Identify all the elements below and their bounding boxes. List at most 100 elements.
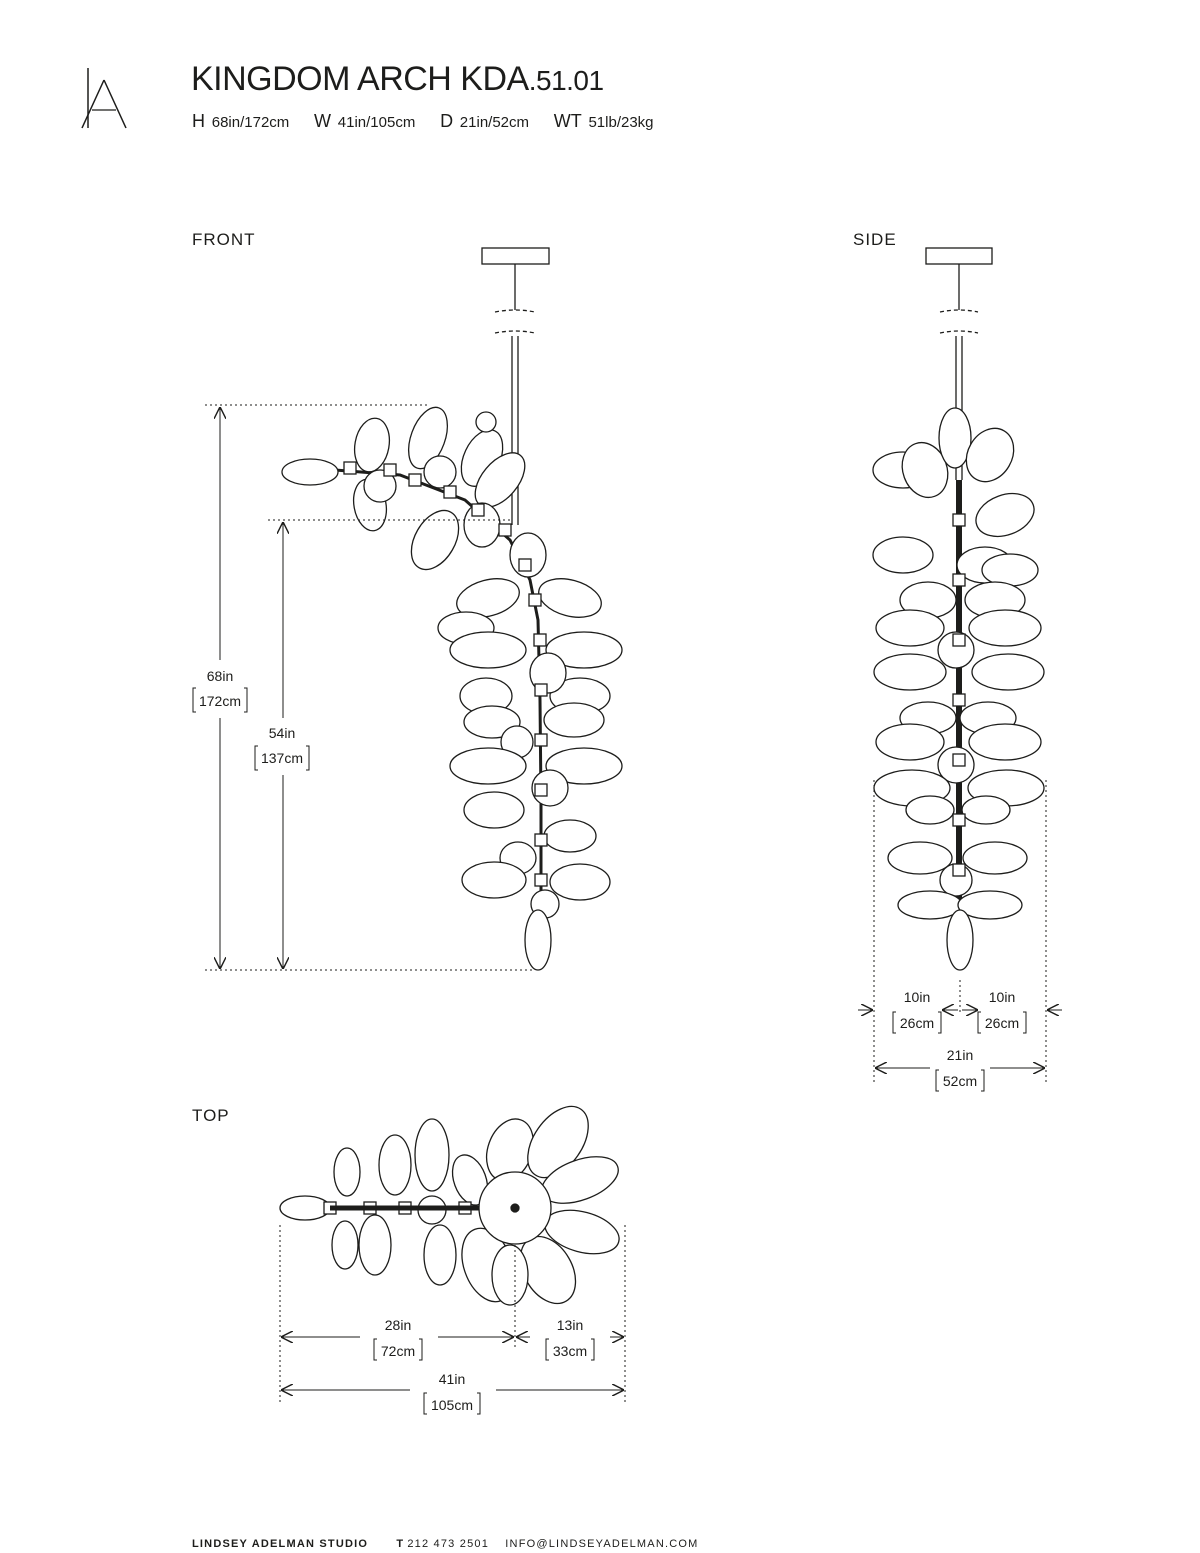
glass-globe [363,469,397,503]
glass-globe [410,509,460,571]
glass-globe [333,1147,361,1197]
glass-globe [529,652,567,694]
glass-globe [461,861,527,899]
glass-globe [543,819,597,853]
side-left-cm: 26cm [900,1015,934,1031]
side-view-label: SIDE [853,230,897,249]
glass-globe [531,769,569,807]
spec-weight: WT 51lb/23kg [553,111,654,131]
glass-globe [887,841,953,875]
top-globes [279,1105,620,1306]
glass-globe [538,578,602,618]
top-view-label: TOP [192,1106,230,1125]
brass-knuckle [528,593,542,607]
brass-knuckle [534,873,548,887]
glass-globe [971,653,1045,691]
spec-width: W 41in/105cm [314,111,416,131]
footer-email[interactable]: INFO@LINDSEYADELMAN.COM [505,1538,699,1550]
front-canopy [481,247,550,265]
glass-globe [543,702,605,738]
footer-studio: LINDSEY ADELMAN STUDIO [192,1538,369,1550]
glass-globe [975,492,1035,538]
glass-globe [423,1224,457,1286]
glass-globe [957,890,1023,920]
glass-globe [905,795,955,825]
glass-globe [414,1118,450,1192]
glass-globe [491,1244,529,1306]
glass-globe [331,1220,359,1270]
side-view-drawing [872,247,1045,971]
front-dimensions [192,404,535,971]
glass-globe [961,795,1011,825]
brass-knuckle [533,633,547,647]
brass-knuckle [952,863,966,877]
brass-knuckle [952,573,966,587]
glass-globe [456,578,520,618]
side-left-in: 10in [904,989,930,1005]
front-bottom-globe [524,909,552,971]
glass-globe [423,455,457,489]
glass-globe [281,458,339,486]
top-center-point [510,1203,520,1213]
side-bottom-globe [946,909,974,971]
brass-knuckle [498,523,512,537]
glass-globe [872,536,934,574]
front-total-cm: 172cm [199,693,241,709]
front-total-in: 68in [207,668,233,684]
product-code: .51.01 [528,65,604,96]
brand-logo [81,68,127,129]
brass-knuckle [408,473,422,487]
brass-knuckle [343,461,357,475]
glass-globe [353,417,391,473]
spec-line: H 68in/172cm W 41in/105cm D 21in/52cm WT… [192,111,674,132]
glass-globe [981,553,1039,587]
side-right-in: 10in [989,989,1015,1005]
brass-knuckle [443,485,457,499]
top-dimensions [279,1225,626,1415]
front-view-label: FRONT [192,230,256,249]
brass-knuckle [534,833,548,847]
front-branch [334,468,543,900]
top-left-in: 28in [385,1317,411,1333]
side-total-in: 21in [947,1047,973,1063]
brass-knuckle [952,513,966,527]
side-canopy [925,247,993,265]
glass-globe [965,427,1015,483]
top-view-drawing [279,1105,620,1306]
glass-globe [407,406,449,470]
glass-globe [968,609,1042,647]
top-left-cm: 72cm [381,1343,415,1359]
brass-knuckle [952,693,966,707]
glass-globe [449,631,527,669]
brass-knuckle [952,633,966,647]
glass-globe [545,631,623,669]
side-dimensions [858,780,1062,1092]
brass-knuckle [952,813,966,827]
glass-globe [875,723,945,761]
brass-knuckle [518,558,532,572]
brass-knuckle [534,733,548,747]
page-title: KINGDOM ARCH KDA.51.01 [191,60,604,99]
glass-globe [938,407,972,469]
glass-globe [378,1134,412,1196]
top-right-cm: 33cm [553,1343,587,1359]
glass-globe [873,653,947,691]
glass-globe [475,411,497,433]
front-body-cm: 137cm [261,750,303,766]
side-right-cm: 26cm [985,1015,1019,1031]
side-globes [872,407,1045,920]
glass-globe [358,1214,392,1276]
front-view-drawing [281,247,623,971]
brass-knuckle [534,783,548,797]
top-total-in: 41in [439,1371,465,1387]
top-right-in: 13in [557,1317,583,1333]
glass-globe [463,791,525,829]
glass-globe [449,747,527,785]
front-body-in: 54in [269,725,295,741]
glass-globe [549,863,611,901]
glass-globe [962,841,1028,875]
glass-globe [279,1195,331,1221]
